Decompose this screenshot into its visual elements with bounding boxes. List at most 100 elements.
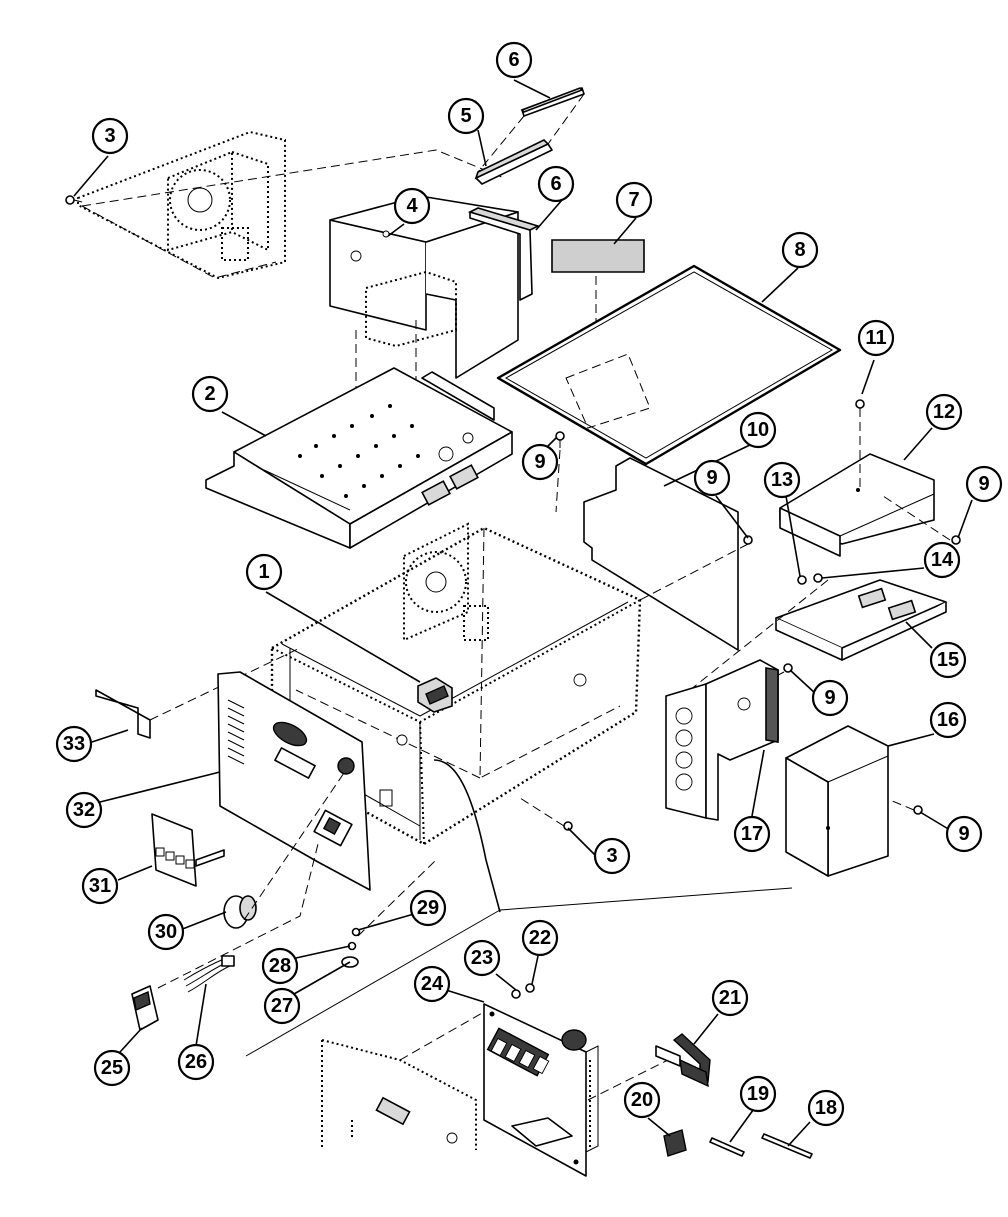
callout-9-lower: 9 <box>811 679 849 717</box>
part-4-control-box <box>329 195 541 379</box>
svg-text:26: 26 <box>185 1051 207 1073</box>
callout-28: 28 <box>261 947 299 985</box>
svg-text:9: 9 <box>534 451 545 473</box>
part-21-ribbon-cable <box>655 1033 711 1088</box>
callout-26: 26 <box>177 1043 215 1081</box>
callout-30: 30 <box>147 913 185 951</box>
svg-text:9: 9 <box>958 823 969 845</box>
svg-text:10: 10 <box>747 419 769 441</box>
part-8-top-cover <box>496 264 842 466</box>
part-32-front-panel <box>217 671 371 891</box>
svg-text:5: 5 <box>460 105 471 127</box>
callout-27: 27 <box>263 987 301 1025</box>
callout-2: 2 <box>191 375 229 413</box>
part-11-nut <box>855 399 865 409</box>
svg-text:1: 1 <box>258 561 269 583</box>
part-30-knob <box>223 895 257 929</box>
svg-text:7: 7 <box>628 189 639 211</box>
svg-text:31: 31 <box>89 875 111 897</box>
callout-3-lower: 3 <box>593 837 631 875</box>
inset-pointer <box>433 759 501 913</box>
svg-text:6: 6 <box>550 173 561 195</box>
svg-text:21: 21 <box>719 987 741 1009</box>
callout-3-top: 3 <box>91 117 129 155</box>
callout-32: 32 <box>65 791 103 829</box>
part-18-standoff <box>761 1133 813 1159</box>
svg-text:18: 18 <box>815 1097 837 1119</box>
callout-10: 10 <box>739 411 777 449</box>
svg-text:29: 29 <box>417 897 439 919</box>
callout-15: 15 <box>929 641 967 679</box>
svg-text:23: 23 <box>471 947 493 969</box>
screw-14 <box>813 573 823 583</box>
tray-holes <box>298 404 420 498</box>
callout-9-upper: 9 <box>521 443 559 481</box>
part-16-cover <box>785 725 889 877</box>
svg-text:22: 22 <box>529 927 551 949</box>
part-24-display-board <box>483 1003 599 1177</box>
part-10-side-panel <box>583 457 739 651</box>
callout-20: 20 <box>623 1081 661 1119</box>
part-31-keypad <box>151 813 225 887</box>
callout-14: 14 <box>923 541 961 579</box>
callout-6-mid: 6 <box>537 165 575 203</box>
svg-text:9: 9 <box>706 467 717 489</box>
washer-13 <box>797 575 807 585</box>
inset-cabinet-corner <box>321 1039 477 1150</box>
part-29-screw <box>351 927 361 937</box>
callout-19: 19 <box>739 1075 777 1113</box>
svg-text:16: 16 <box>937 709 959 731</box>
svg-text:20: 20 <box>631 1089 653 1111</box>
part-6-gasket-top <box>520 87 585 117</box>
svg-text:13: 13 <box>771 469 793 491</box>
svg-text:19: 19 <box>747 1083 769 1105</box>
callout-8: 8 <box>781 231 819 269</box>
svg-text:6: 6 <box>508 49 519 71</box>
callout-31: 31 <box>81 867 119 905</box>
callout-9-right: 9 <box>965 465 1003 503</box>
assembly-line <box>355 320 417 436</box>
led-digits <box>490 1037 550 1075</box>
part-23-washer <box>511 989 521 999</box>
part-17-bracket <box>665 659 779 821</box>
svg-text:28: 28 <box>269 955 291 977</box>
svg-text:15: 15 <box>937 649 959 671</box>
svg-text:3: 3 <box>104 125 115 147</box>
assembly-line <box>81 149 505 279</box>
part-12-cover <box>779 453 935 557</box>
callout-13: 13 <box>763 461 801 499</box>
part-26-wire-harness <box>183 955 235 993</box>
svg-text:2: 2 <box>204 383 215 405</box>
callout-9-bottom: 9 <box>945 815 983 853</box>
inset-divider <box>245 909 501 1057</box>
svg-text:11: 11 <box>865 327 886 349</box>
inset-divider <box>499 887 793 911</box>
callout-12: 12 <box>925 393 963 431</box>
callout-29: 29 <box>409 889 447 927</box>
assembly-line <box>357 859 437 937</box>
svg-text:17: 17 <box>741 823 763 845</box>
part-22-nut <box>525 983 535 993</box>
part-1-switch-connector <box>417 677 453 713</box>
callout-17: 17 <box>733 815 771 853</box>
callout-25: 25 <box>93 1049 131 1087</box>
part-fan-assembly-center <box>403 522 489 642</box>
svg-text:8: 8 <box>794 239 805 261</box>
callout-9-mid: 9 <box>693 459 731 497</box>
svg-text:32: 32 <box>73 799 95 821</box>
svg-text:14: 14 <box>931 549 954 571</box>
part-15-mount-plate <box>775 579 947 661</box>
callout-23: 23 <box>463 939 501 977</box>
part-33-angle-strip <box>95 689 151 739</box>
leader-lines <box>73 79 973 1147</box>
svg-text:30: 30 <box>155 921 177 943</box>
screw-3-top <box>65 195 83 205</box>
part-fan-assembly-top <box>77 130 286 280</box>
svg-text:25: 25 <box>101 1057 123 1079</box>
part-25-rocker-switch <box>131 985 159 1031</box>
part-7-label <box>551 239 645 273</box>
svg-text:33: 33 <box>63 733 85 755</box>
callout-7: 7 <box>615 181 653 219</box>
